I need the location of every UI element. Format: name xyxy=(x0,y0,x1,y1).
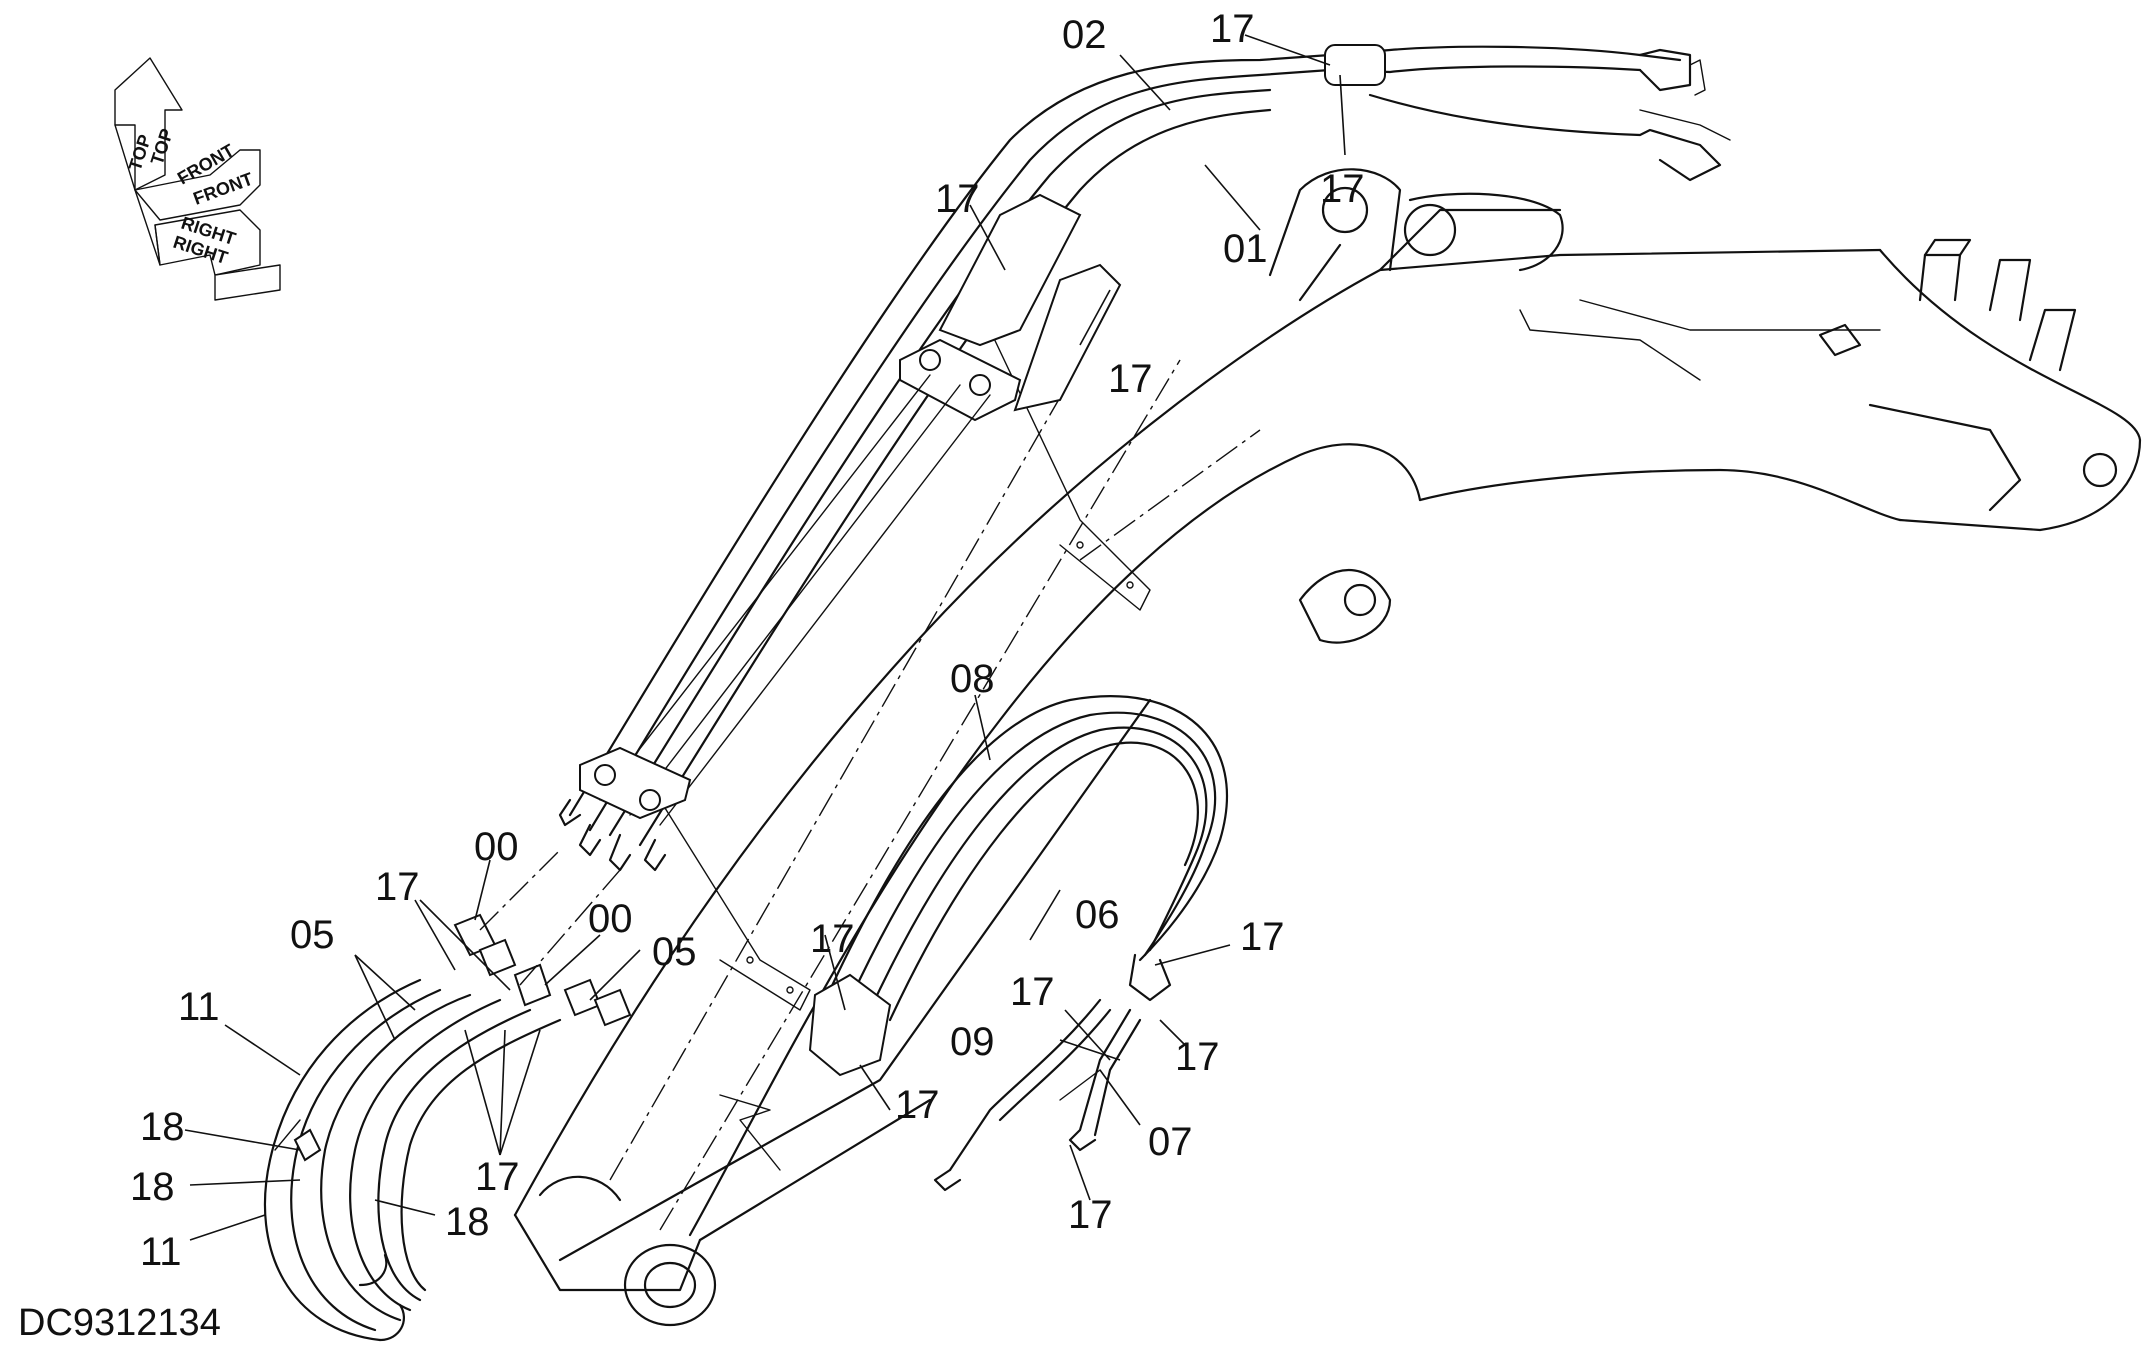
label-17: 17 xyxy=(1210,7,1255,51)
label-17: 17 xyxy=(935,177,980,221)
boom-pipes xyxy=(558,44,1731,872)
label-17: 17 xyxy=(1068,1193,1113,1237)
orientation-top-label-2: TOP xyxy=(147,126,177,167)
label-07: 07 xyxy=(1148,1120,1193,1164)
label-17: 17 xyxy=(375,865,420,909)
label-18: 18 xyxy=(140,1105,185,1149)
label-05: 05 xyxy=(652,930,697,974)
label-05: 05 xyxy=(290,913,335,957)
label-17: 17 xyxy=(1175,1035,1220,1079)
label-18: 18 xyxy=(130,1165,175,1209)
label-17: 17 xyxy=(1010,970,1055,1014)
boom-structure xyxy=(513,168,2142,1327)
label-11: 11 xyxy=(140,1230,182,1274)
label-11: 11 xyxy=(178,985,220,1029)
label-00: 00 xyxy=(588,897,633,941)
label-02: 02 xyxy=(1062,13,1107,57)
hose-loop xyxy=(808,695,1229,1192)
label-08: 08 xyxy=(950,657,995,701)
top-pipe-clamp xyxy=(1324,44,1386,86)
label-00: 00 xyxy=(474,825,519,869)
label-06: 06 xyxy=(1075,893,1120,937)
label-18: 18 xyxy=(445,1200,490,1244)
part-labels: 02 17 17 17 01 17 08 00 17 05 00 05 11 0… xyxy=(130,7,1365,1274)
left-hoses xyxy=(263,849,632,1342)
orientation-indicator: TOP TOP FRONT FRONT RIGHT RIGHT xyxy=(114,57,281,301)
label-17: 17 xyxy=(1240,915,1285,959)
label-09: 09 xyxy=(950,1020,995,1064)
label-17: 17 xyxy=(475,1155,520,1199)
label-17: 17 xyxy=(895,1083,940,1127)
leader-lines xyxy=(184,34,1346,1241)
label-17: 17 xyxy=(1108,357,1153,401)
label-17: 17 xyxy=(1320,167,1365,211)
diagram-reference-code: DC9312134 xyxy=(18,1302,221,1344)
label-01: 01 xyxy=(1223,227,1268,271)
label-17: 17 xyxy=(810,917,855,961)
